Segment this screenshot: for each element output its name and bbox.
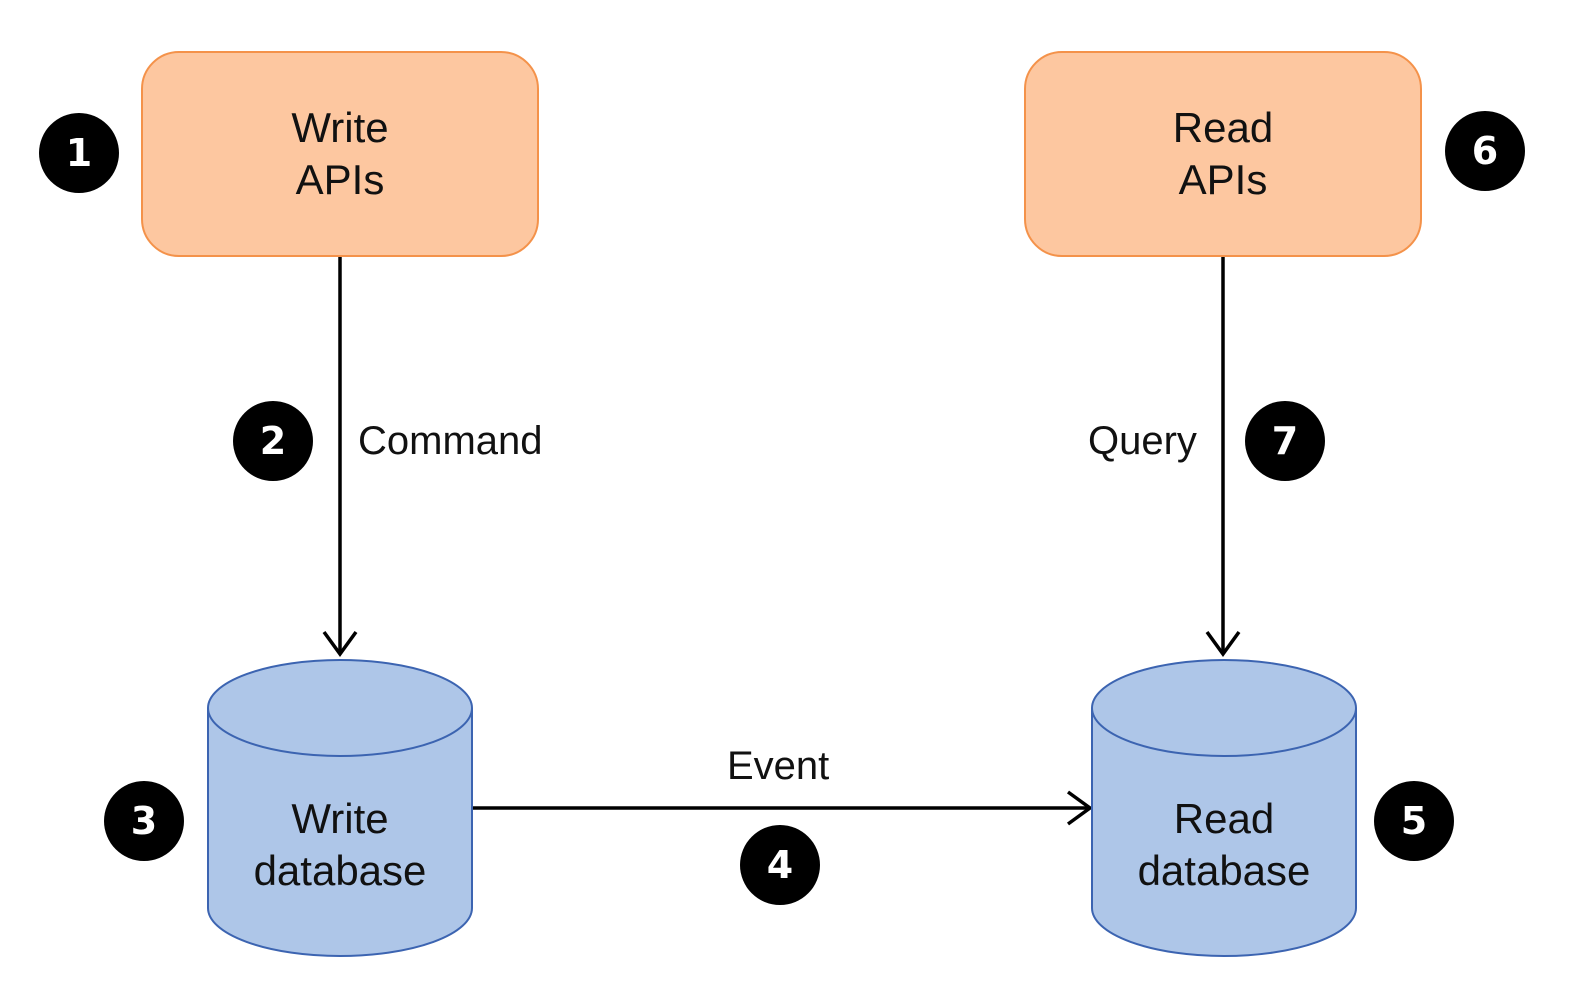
step-badge-5: 5 [1374,781,1454,861]
read-database-cylinder [1091,659,1357,957]
read-apis-label: Read APIs [1172,104,1274,203]
command-edge-label: Command [358,419,543,463]
query-arrow [1205,257,1241,657]
step-badge-7: 7 [1245,401,1325,481]
write-database-label: Write database [253,795,427,894]
read-apis-box: Read APIs [1024,51,1422,257]
write-apis-label: Write APIs [291,104,389,203]
write-database-cylinder [207,659,473,957]
step-badge-3: 3 [104,781,184,861]
step-badge-2: 2 [233,401,313,481]
read-database-label: Read database [1137,795,1311,894]
step-badge-6: 6 [1445,111,1525,191]
write-apis-box: Write APIs [141,51,539,257]
command-arrow [322,257,358,657]
step-badge-4: 4 [740,825,820,905]
query-edge-label: Query [1088,419,1197,463]
event-arrow [472,790,1093,826]
step-badge-1: 1 [39,113,119,193]
event-edge-label: Event [727,744,830,788]
